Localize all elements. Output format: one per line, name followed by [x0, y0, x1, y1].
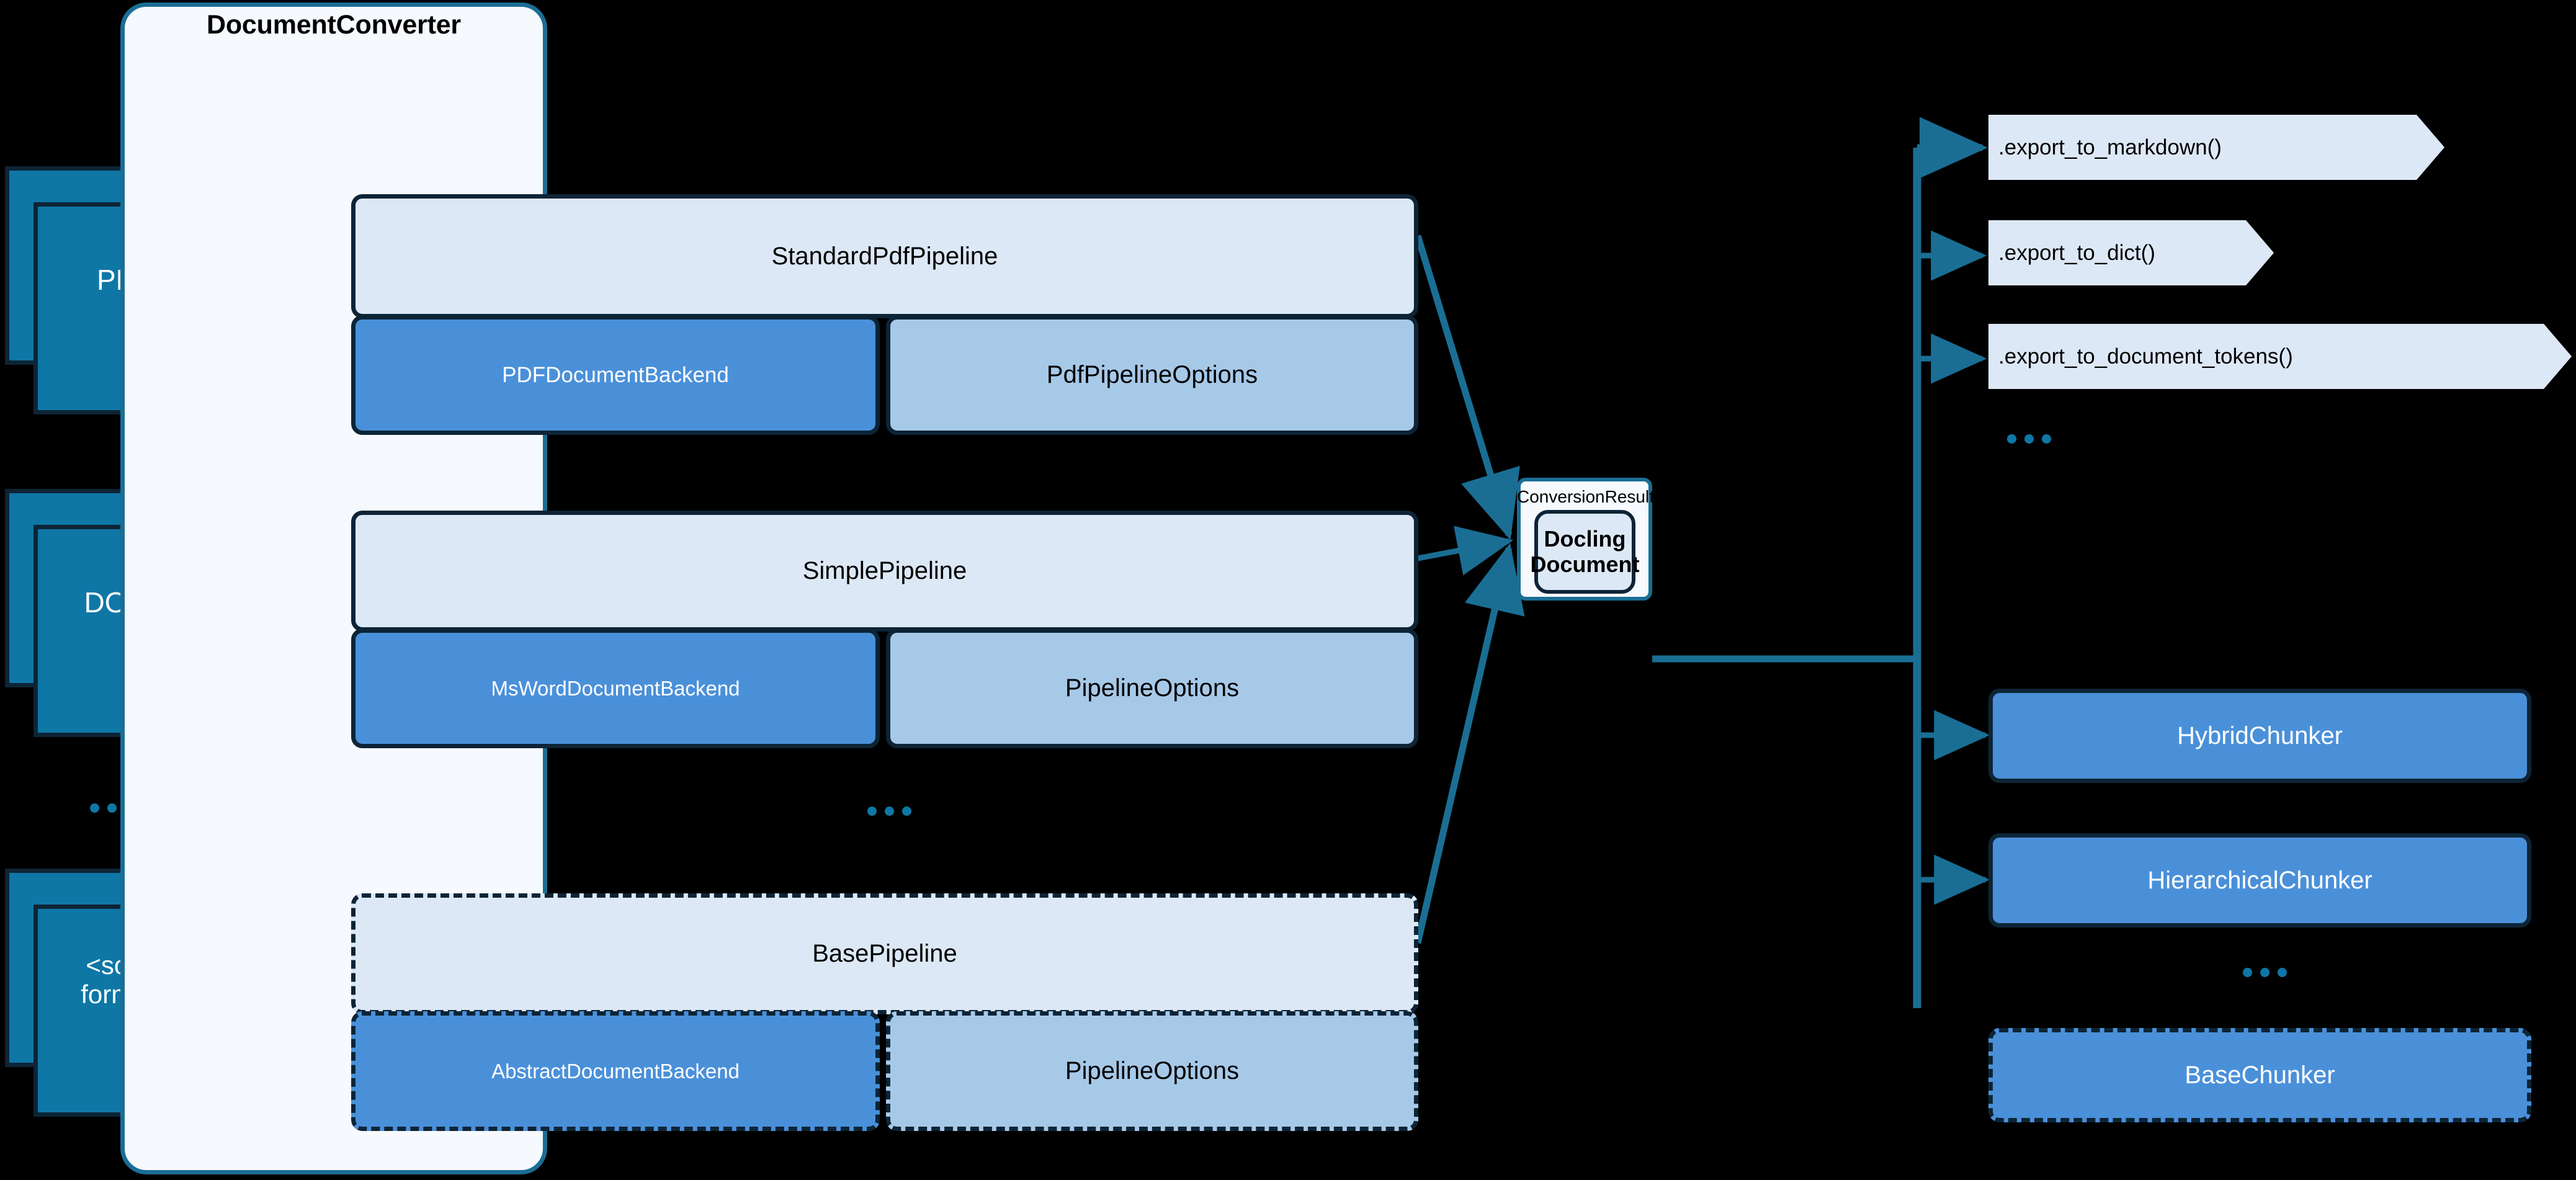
ellipsis-dot — [867, 807, 877, 816]
ellipsis-dot — [90, 803, 99, 813]
chunker-hybrid-chunker[interactable]: HybridChunker — [1988, 689, 2531, 783]
ellipsis-dot — [107, 803, 117, 813]
ellipsis-dot — [2260, 968, 2270, 977]
export-chip-export-to-markdown[interactable]: .export_to_markdown() — [1988, 115, 2444, 180]
ellipsis-dot — [2024, 434, 2034, 444]
ellipsis-dot — [2243, 968, 2252, 977]
conversion-result-label: ConversionResult — [1517, 487, 1654, 506]
exports-ellipsis — [2007, 434, 2051, 444]
pipelines-ellipsis — [867, 807, 911, 816]
chevron-shape-icon — [1988, 324, 2572, 389]
export-chip-export-to-dict[interactable]: .export_to_dict() — [1988, 220, 2274, 285]
pipeline-head-standard-pdf-pipeline[interactable]: StandardPdfPipeline — [351, 194, 1418, 318]
ellipsis-dot — [2042, 434, 2051, 444]
pipeline-backend-pdf-document-backend[interactable]: PDFDocumentBackend — [351, 315, 880, 435]
pipeline-backend-abstract-document-backend[interactable]: AbstractDocumentBackend — [351, 1011, 880, 1131]
pipeline-backend-msword-document-backend[interactable]: MsWordDocumentBackend — [351, 628, 880, 748]
export-chip-label: .export_to_document_tokens() — [1998, 344, 2293, 369]
chevron-shape-icon — [1988, 115, 2444, 180]
docling-document-box[interactable]: Docling Document — [1531, 510, 1640, 594]
ellipsis-dot — [885, 807, 894, 816]
chevron-shape-icon — [1988, 220, 2274, 285]
pipeline-options-pipeline-options[interactable]: PipelineOptions — [886, 628, 1418, 748]
export-chip-label: .export_to_markdown() — [1998, 135, 2222, 159]
chunker-base-chunker[interactable]: BaseChunker — [1988, 1028, 2531, 1122]
export-chip-export-to-document-tokens[interactable]: .export_to_document_tokens() — [1988, 324, 2572, 389]
ellipsis-dot — [2278, 968, 2287, 977]
ellipsis-dot — [902, 807, 911, 816]
ellipsis-dot — [2007, 434, 2016, 444]
document-converter-title: DocumentConverter — [207, 10, 461, 40]
chunker-hierarchical-chunker[interactable]: HierarchicalChunker — [1988, 833, 2531, 927]
pipeline-head-base-pipeline[interactable]: BasePipeline — [351, 893, 1418, 1014]
export-chip-label: .export_to_dict() — [1998, 240, 2155, 265]
chunkers-ellipsis — [2243, 968, 2287, 977]
pipeline-options-pdf-pipeline-options[interactable]: PdfPipelineOptions — [886, 315, 1418, 435]
pipeline-options-pipeline-options-base[interactable]: PipelineOptions — [886, 1011, 1418, 1131]
pipeline-head-simple-pipeline[interactable]: SimplePipeline — [351, 511, 1418, 632]
